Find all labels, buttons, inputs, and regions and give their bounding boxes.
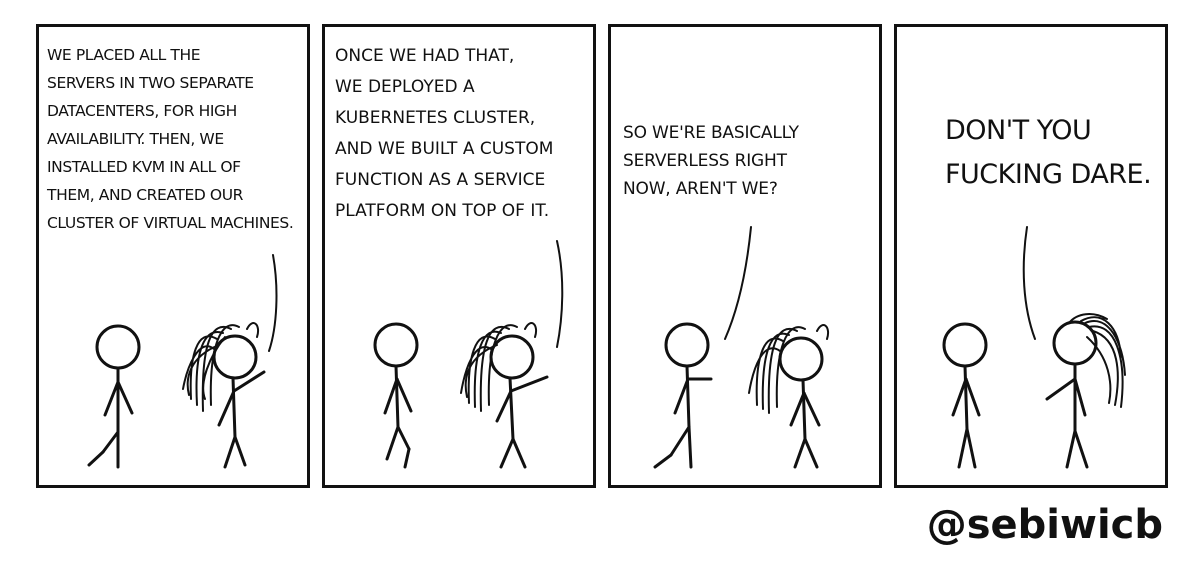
- panel-4-art: [942, 226, 1126, 469]
- long-haired-stick-figure-icon: [182, 322, 266, 469]
- long-haired-stick-figure-icon: [460, 322, 549, 469]
- panel-2-art: [373, 240, 564, 469]
- panel-1-art: [87, 254, 278, 469]
- panel-2-caption: Once we had that, we deployed a Kubernet…: [335, 46, 554, 221]
- stick-figure-icon: [373, 322, 419, 469]
- stick-figure-icon: [87, 324, 141, 469]
- comic-panel-4: Don't you fucking dare.: [894, 24, 1168, 488]
- panel-1-caption: We placed all the servers in two separat…: [47, 46, 294, 232]
- speech-tail-icon: [268, 254, 278, 352]
- panel-4-caption: Don't you fucking dare.: [945, 115, 1152, 190]
- speech-tail-icon: [556, 240, 564, 348]
- comic-panel-1: We placed all the servers in two separat…: [36, 24, 310, 488]
- comic-panel-3: So we're basically serverless right now,…: [608, 24, 882, 488]
- long-haired-stick-figure-icon: [1045, 313, 1126, 469]
- panel-3-art: [653, 226, 829, 469]
- comic-panel-2: Once we had that, we deployed a Kubernet…: [322, 24, 596, 488]
- stick-figure-icon: [653, 322, 713, 469]
- speech-tail-icon: [1022, 226, 1036, 340]
- panel-3-caption: So we're basically serverless right now,…: [623, 123, 799, 199]
- author-watermark: @sebiwicb: [926, 502, 1163, 548]
- stick-figure-icon: [942, 322, 988, 469]
- speech-tail-icon: [724, 226, 752, 340]
- long-haired-stick-figure-icon: [748, 324, 829, 469]
